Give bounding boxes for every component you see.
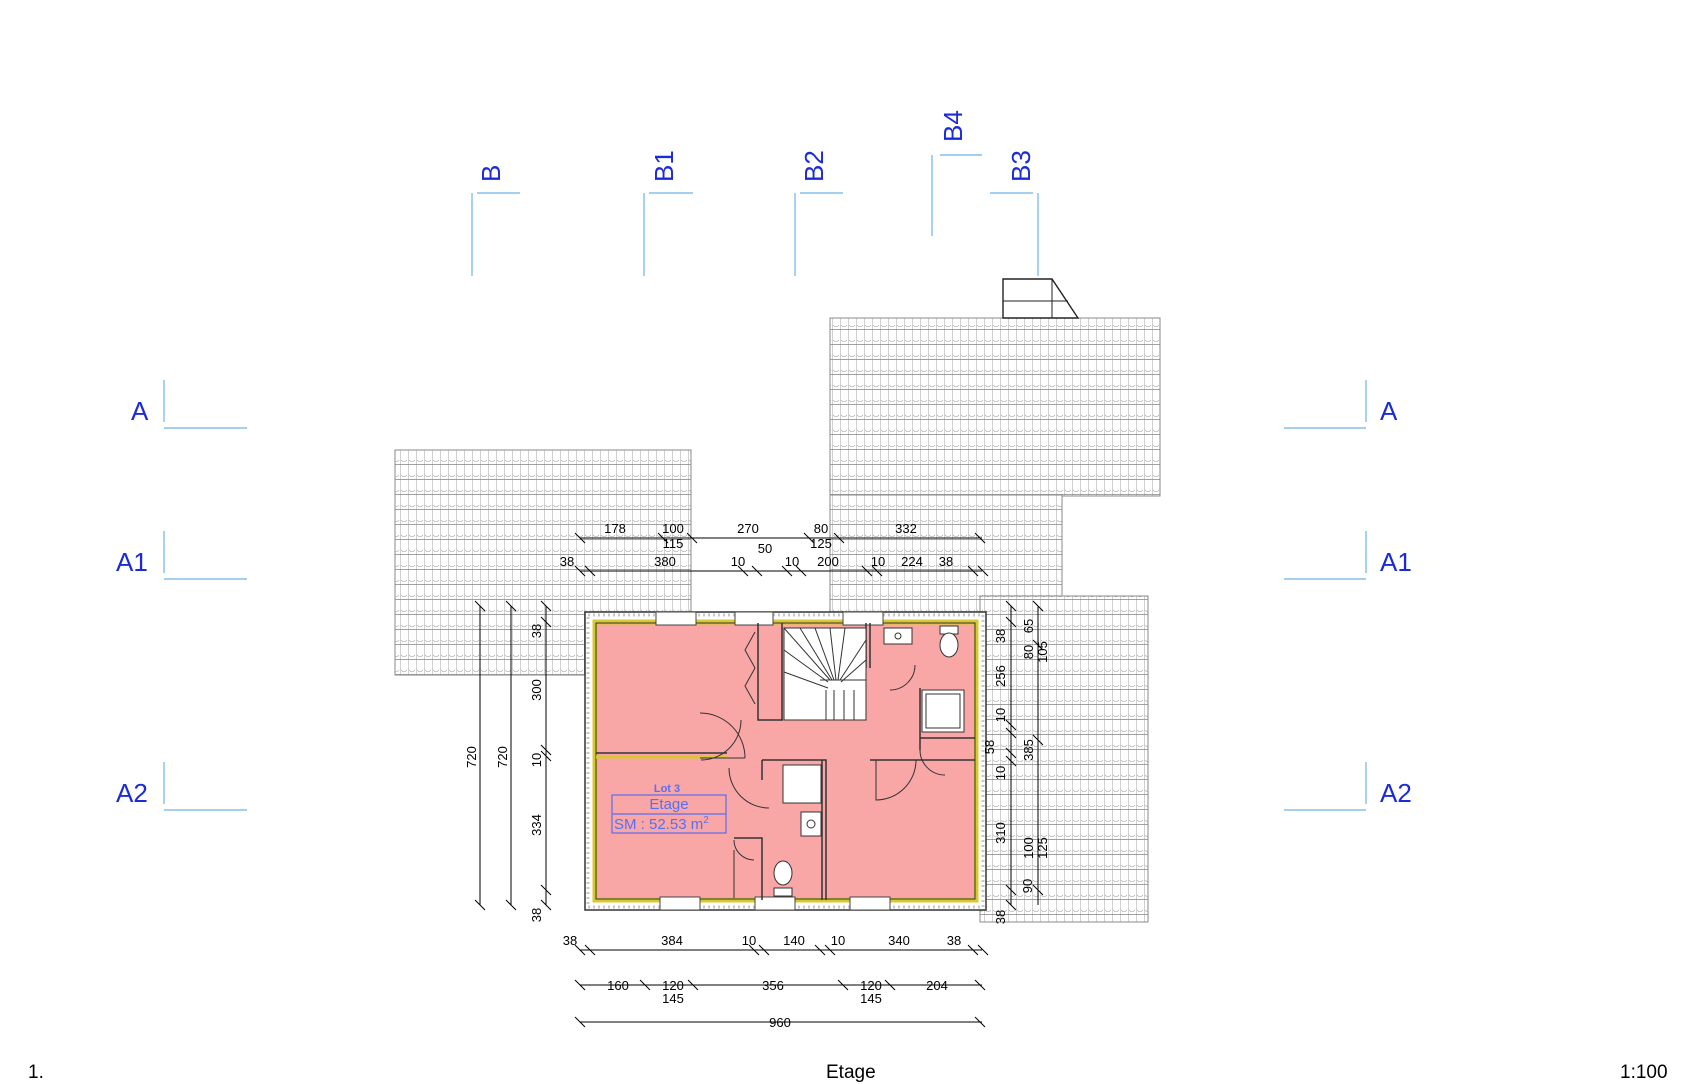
dim-bottom1-5: 340 [888, 933, 910, 948]
axis-grid: B B1 B2 B4 B3 A A1 A2 A A1 A2 [116, 110, 1412, 811]
roof-tiles [394, 278, 1161, 923]
dim-bottom-total: 960 [769, 1015, 791, 1030]
axis-label-b1: B1 [649, 150, 679, 182]
dim-top1-3: 270 [737, 521, 759, 536]
dim-right-outer-4: 100 [1021, 837, 1036, 859]
drawing-title: Etage [826, 1062, 876, 1083]
axis-label-left-a2: A2 [116, 778, 148, 808]
axis-top-b [471, 192, 520, 276]
dim-right-outer-3: 385 [1021, 739, 1036, 761]
door-swings [699, 631, 946, 898]
dim-left-inner-0: 38 [529, 624, 544, 638]
dim-bottom1-4: 10 [831, 933, 845, 948]
room-area-unit-exponent: 2 [703, 815, 709, 826]
axis-label-b: B [476, 165, 506, 182]
dim-right-inner-1: 256 [993, 665, 1008, 687]
room-area-value: SM : 52.53 m [614, 816, 703, 833]
dim-right-inner-5: 310 [993, 822, 1008, 844]
dim-right-inner-4: 10 [993, 766, 1008, 780]
dim-left-outer-1: 720 [495, 746, 510, 768]
drawing-number: 1. [28, 1062, 44, 1083]
dim-bottom2-1: 120 [662, 978, 684, 993]
dimension-ticks [474, 532, 1044, 1028]
axis-label-right-a: A [1380, 396, 1398, 426]
axis-label-left-a: A [131, 396, 149, 426]
dim-bottom2-3: 356 [762, 978, 784, 993]
dim-left-inner-1: 300 [529, 679, 544, 701]
dim-bottom1-6: 38 [947, 933, 961, 948]
dim-right-inner-2: 10 [993, 708, 1008, 722]
dim-bottom2-2: 145 [662, 991, 684, 1006]
axis-label-right-a1: A1 [1380, 547, 1412, 577]
dim-left-inner-2: 10 [529, 753, 544, 767]
dim-right-inner-0: 38 [993, 629, 1008, 643]
dim-top2-0: 38 [560, 554, 574, 569]
dim-right-outer-2: 105 [1035, 641, 1050, 663]
dim-left-outer-0: 720 [464, 746, 479, 768]
dim-top1-0: 178 [604, 521, 626, 536]
room-label-lot: Lot 3 [654, 783, 680, 795]
staircase [783, 627, 867, 721]
dim-left-inner-3: 334 [529, 814, 544, 836]
dim-top1-2: 115 [663, 536, 684, 551]
dim-top1-4: 80 [814, 521, 828, 536]
dim-bottom1-0: 38 [563, 933, 577, 948]
dim-top2-6: 10 [871, 554, 885, 569]
dim-bottom2-5: 145 [860, 991, 882, 1006]
dim-bottom1-1: 384 [661, 933, 683, 948]
dim-top2-3: 50 [758, 541, 772, 556]
dim-top1-5: 125 [810, 536, 832, 551]
axis-top-b4 [931, 154, 982, 236]
dim-right-inner-7: 38 [993, 910, 1008, 924]
dim-right-inner-3: 58 [982, 740, 997, 754]
dim-right-outer-0: 65 [1021, 619, 1036, 633]
dim-right-outer-5: 125 [1035, 837, 1050, 859]
dim-top1-1: 100 [662, 521, 684, 536]
dim-bottom2-4: 120 [860, 978, 882, 993]
dim-bottom2-6: 204 [926, 978, 948, 993]
drawing-scale: 1:100 [1620, 1062, 1668, 1083]
dim-bottom1-2: 10 [742, 933, 756, 948]
dim-top2-5: 200 [817, 554, 839, 569]
axis-label-left-a1: A1 [116, 547, 148, 577]
dim-right-inner-6: 90 [1020, 879, 1035, 893]
axis-label-b4: B4 [938, 110, 968, 142]
axis-right-lines [1284, 380, 1367, 811]
bathroom-fixtures [773, 625, 965, 897]
dim-top2-4: 10 [785, 554, 799, 569]
dim-top2-2: 10 [731, 554, 745, 569]
dim-top2-7: 224 [901, 554, 923, 569]
dimension-lines [479, 537, 1039, 1023]
dim-top2-8: 38 [939, 554, 953, 569]
dim-bottom1-3: 140 [783, 933, 805, 948]
axis-top-b2 [794, 192, 843, 276]
building: Lot 3 Etage SM : 52.53 m2 [584, 611, 987, 911]
dim-left-inner-4: 38 [529, 908, 544, 922]
room-label-level: Etage [649, 796, 688, 813]
axis-top-b3 [990, 192, 1039, 276]
axis-label-b2: B2 [799, 150, 829, 182]
dim-right-outer-1: 80 [1021, 645, 1036, 659]
room-label: Lot 3 Etage SM : 52.53 m2 [611, 783, 727, 834]
dim-bottom2-0: 160 [607, 978, 629, 993]
dim-top2-1: 380 [654, 554, 676, 569]
dim-top1-6: 332 [895, 521, 917, 536]
axis-label-b3: B3 [1006, 150, 1036, 182]
dimension-labels: 178 100 115 270 80 125 332 38 380 10 50 … [464, 521, 1050, 1030]
axis-top-b1 [643, 192, 693, 276]
room-label-area: SM : 52.53 m2 [614, 815, 709, 833]
axis-left-lines [163, 380, 247, 811]
axis-label-right-a2: A2 [1380, 778, 1412, 808]
